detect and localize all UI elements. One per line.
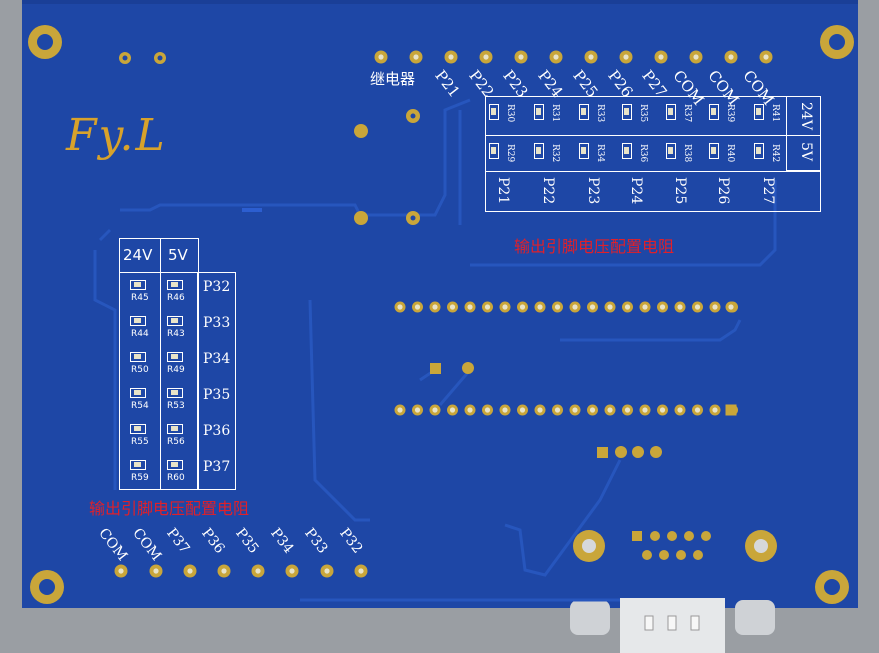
top-resistor-5v-label: R29 <box>505 144 515 163</box>
top-resistor-5v-label: R34 <box>595 144 605 163</box>
left-resistor-5v-label: R56 <box>167 437 185 447</box>
top-resistor-24v-label: R31 <box>550 104 560 123</box>
top-table-pin-label: P26 <box>715 177 731 205</box>
smd-resistor-icon <box>579 143 589 159</box>
left-caption: 输出引脚电压配置电阻 <box>89 499 250 518</box>
mounting-holes <box>28 25 854 604</box>
pad <box>725 404 737 416</box>
smd-resistor-icon <box>579 104 589 120</box>
top-table-voltage-column <box>786 96 821 171</box>
left-resistor-5v-label: R43 <box>167 329 185 339</box>
top-resistor-5v-label: R36 <box>638 144 648 163</box>
smd-resistor-icon <box>666 104 676 120</box>
left-table-pin-label: P33 <box>203 315 231 331</box>
top-resistor-24v-label: R37 <box>682 104 692 123</box>
top-resistor-24v-label: R35 <box>638 104 648 123</box>
top-resistor-5v-label: R42 <box>770 144 780 163</box>
left-table-pin-column <box>197 272 236 490</box>
left-resistor-24v-label: R50 <box>131 365 149 375</box>
left-table-pin-label: P36 <box>203 423 231 439</box>
smd-resistor-icon <box>489 104 499 120</box>
relay-label: 继电器 <box>370 70 416 88</box>
smd-resistor-icon <box>754 104 764 120</box>
left-col-24v-label: 24V <box>123 246 153 264</box>
smd-resistor-icon <box>709 143 719 159</box>
top-resistor-24v-label: R30 <box>505 104 515 123</box>
top-row-5v-label: 5V <box>798 142 814 162</box>
top-caption: 输出引脚电压配置电阻 <box>514 237 675 256</box>
top-table-pin-label: P25 <box>672 177 688 205</box>
top-resistor-24v-label: R41 <box>770 104 780 123</box>
smd-resistor-icon <box>167 352 183 362</box>
top-resistor-5v-label: R38 <box>682 144 692 163</box>
top-table-pin-label: P22 <box>540 177 556 205</box>
top-table-pin-label: P23 <box>585 177 601 205</box>
left-resistor-24v-label: R59 <box>131 473 149 483</box>
smd-resistor-icon <box>709 104 719 120</box>
left-resistor-5v-label: R46 <box>167 293 185 303</box>
smd-resistor-icon <box>130 316 146 326</box>
left-resistor-5v-label: R60 <box>167 473 185 483</box>
smd-resistor-icon <box>167 424 183 434</box>
top-table-pin-label: P27 <box>760 177 776 205</box>
smd-resistor-icon <box>167 280 183 290</box>
smd-resistor-icon <box>622 143 632 159</box>
left-table-pin-label: P37 <box>203 459 231 475</box>
smd-resistor-icon <box>666 143 676 159</box>
top-resistor-5v-label: R40 <box>725 144 735 163</box>
smd-resistor-icon <box>130 280 146 290</box>
brand-logo: Fy.L <box>66 110 167 161</box>
left-resistor-24v-label: R45 <box>131 293 149 303</box>
smd-resistor-icon <box>167 316 183 326</box>
top-table-pin-label: P21 <box>495 177 511 205</box>
top-resistor-24v-label: R33 <box>595 104 605 123</box>
smd-resistor-icon <box>622 104 632 120</box>
left-table-pin-label: P35 <box>203 387 231 403</box>
smd-resistor-icon <box>534 143 544 159</box>
left-resistor-5v-label: R53 <box>167 401 185 411</box>
top-table-pin-label: P24 <box>628 177 644 205</box>
left-resistor-24v-label: R44 <box>131 329 149 339</box>
top-row-24v-label: 24V <box>798 102 814 130</box>
smd-resistor-icon <box>130 352 146 362</box>
top-resistor-5v-label: R32 <box>550 144 560 163</box>
left-table-pin-label: P32 <box>203 279 231 295</box>
left-resistor-24v-label: R55 <box>131 437 149 447</box>
smd-resistor-icon <box>130 388 146 398</box>
left-table-pin-label: P34 <box>203 351 231 367</box>
smd-resistor-icon <box>167 460 183 470</box>
smd-resistor-icon <box>130 424 146 434</box>
smd-resistor-icon <box>754 143 764 159</box>
smd-resistor-icon <box>489 143 499 159</box>
smd-resistor-icon <box>534 104 544 120</box>
top-resistor-24v-label: R39 <box>725 104 735 123</box>
smd-resistor-icon <box>167 388 183 398</box>
left-resistor-table <box>119 238 199 490</box>
left-resistor-24v-label: R54 <box>131 401 149 411</box>
left-resistor-5v-label: R49 <box>167 365 185 375</box>
smd-resistor-icon <box>130 460 146 470</box>
left-col-5v-label: 5V <box>168 246 188 264</box>
